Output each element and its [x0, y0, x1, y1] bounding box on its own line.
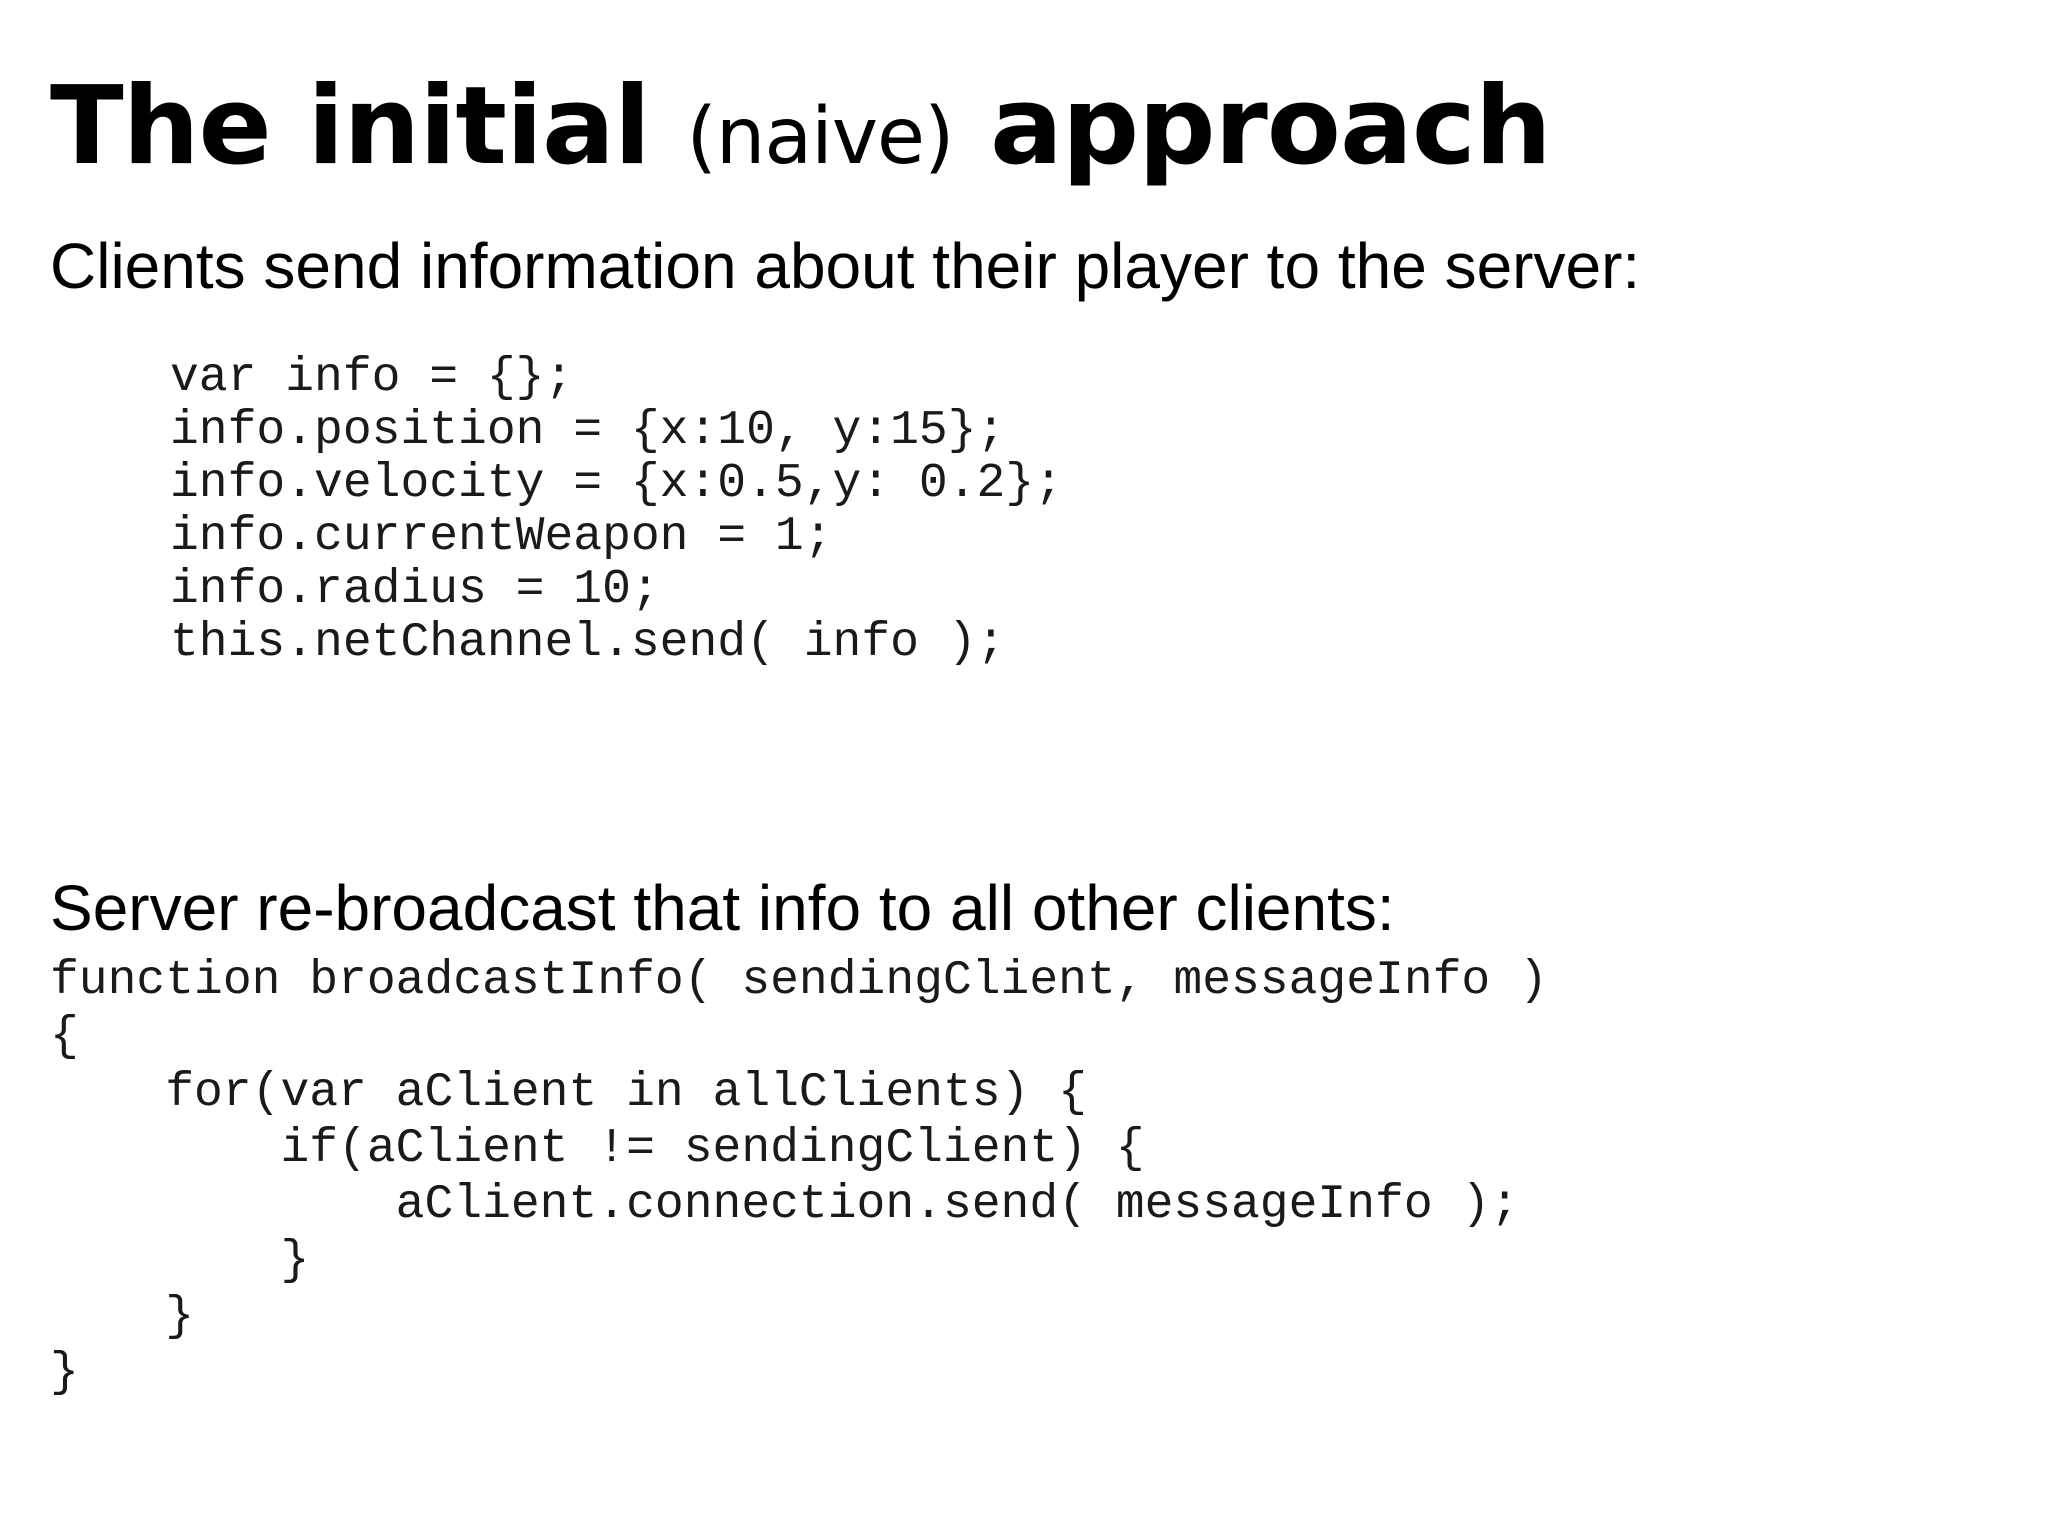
server-code-block: function broadcastInfo( sendingClient, m…: [50, 953, 1548, 1401]
code-line: aClient.connection.send( messageInfo );: [50, 1178, 1520, 1232]
code-line: {: [50, 1010, 79, 1064]
code-line: }: [50, 1290, 195, 1344]
code-line: for(var aClient in allClients) {: [50, 1066, 1087, 1120]
title-part-approach: approach: [990, 64, 1552, 189]
code-line: info.position = {x:10, y:15};: [170, 404, 1006, 458]
code-line: }: [50, 1234, 310, 1288]
client-code-block: var info = {};info.position = {x:10, y:1…: [170, 352, 1063, 670]
slide-title: The initial (naive) approach: [50, 62, 1552, 202]
code-line: info.currentWeapon = 1;: [170, 510, 833, 564]
title-part-naive: (naive): [686, 92, 954, 182]
code-line: var info = {};: [170, 351, 574, 405]
intro-text: Clients send information about their pla…: [50, 230, 1641, 302]
server-text: Server re-broadcast that info to all oth…: [50, 872, 1395, 944]
title-part-initial: The initial: [50, 64, 651, 189]
code-line: info.velocity = {x:0.5,y: 0.2};: [170, 457, 1063, 511]
code-line: function broadcastInfo( sendingClient, m…: [50, 954, 1548, 1008]
code-line: }: [50, 1346, 79, 1400]
code-line: if(aClient != sendingClient) {: [50, 1122, 1145, 1176]
code-line: info.radius = 10;: [170, 563, 660, 617]
code-line: this.netChannel.send( info );: [170, 616, 1006, 670]
